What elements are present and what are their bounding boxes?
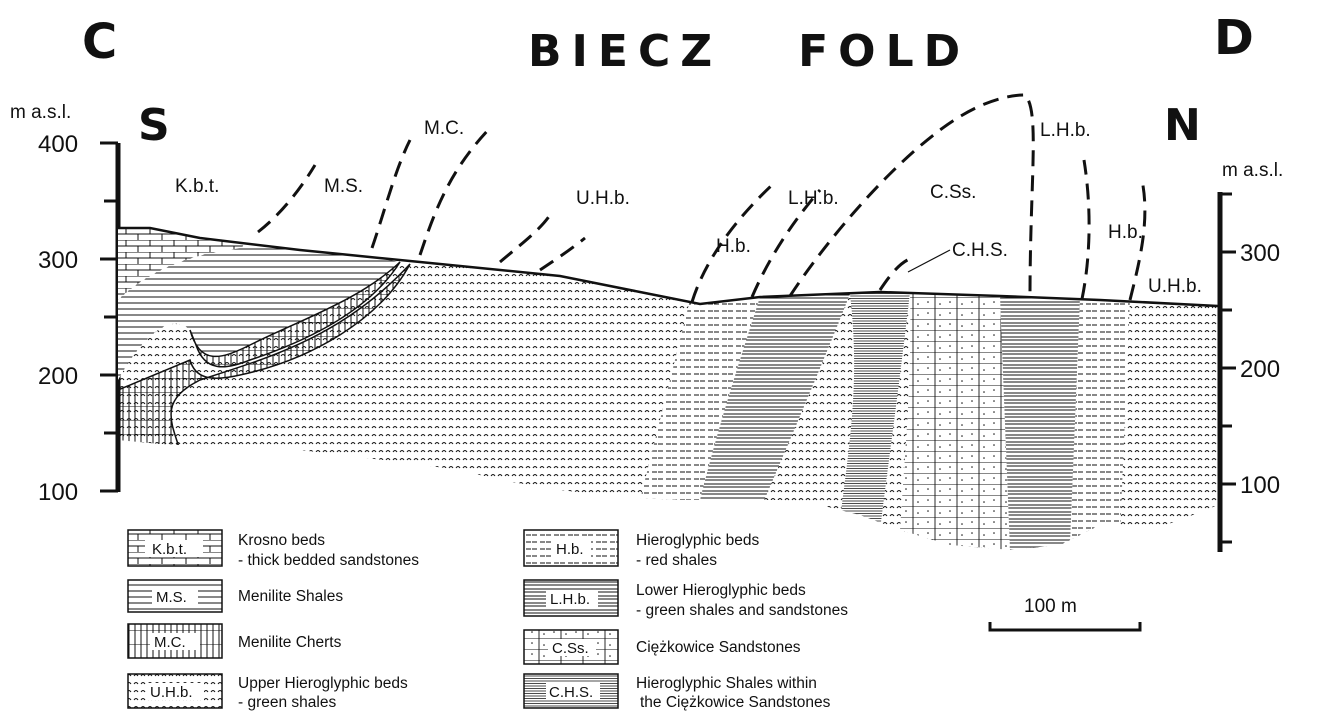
- right-tick-200: 200: [1240, 356, 1280, 383]
- right-axis-label: m a.s.l.: [1222, 160, 1283, 181]
- legend-item-css: C.Ss. Ciężkowice Sandstones: [524, 630, 801, 664]
- legend-text-line2: - thick bedded sandstones: [238, 552, 419, 569]
- legend-abbr: M.S.: [156, 589, 187, 606]
- left-tick-200: 200: [38, 363, 78, 390]
- label-uhb-north: U.H.b.: [1148, 276, 1202, 297]
- legend-text-line1: Upper Hieroglyphic beds: [238, 675, 408, 692]
- legend-abbr: H.b.: [556, 541, 584, 558]
- label-uhb-south: U.H.b.: [576, 188, 630, 209]
- legend-text-line2: - red shales: [636, 552, 717, 569]
- label-chs: C.H.S.: [952, 240, 1008, 261]
- label-lhb-north: L.H.b.: [1040, 120, 1091, 141]
- label-ms: M.S.: [324, 176, 363, 197]
- left-axis-label: m a.s.l.: [10, 102, 71, 123]
- label-kbt: K.b.t.: [175, 176, 219, 197]
- label-lhb-south: L.H.b.: [788, 188, 839, 209]
- corner-letter-left: C: [82, 14, 117, 70]
- legend-abbr: C.Ss.: [552, 640, 589, 657]
- legend-text-line2: the Ciężkowice Sandstones: [640, 694, 831, 711]
- legend-item-ms: M.S. Menilite Shales: [128, 580, 343, 612]
- right-tick-300: 300: [1240, 240, 1280, 267]
- legend-abbr: M.C.: [154, 634, 186, 651]
- direction-south: S: [138, 100, 170, 151]
- legend: K.b.t. Krosno beds - thick bedded sandst…: [128, 530, 848, 711]
- scale-bar: 100 m: [990, 596, 1140, 630]
- legend-abbr: C.H.S.: [549, 684, 593, 701]
- legend-text-line1: Krosno beds: [238, 532, 325, 549]
- legend-item-lhb: L.H.b. Lower Hieroglyphic beds - green s…: [524, 580, 848, 619]
- legend-item-uhb: U.H.b. Upper Hieroglyphic beds - green s…: [128, 674, 408, 711]
- corner-letter-right: D: [1214, 10, 1254, 66]
- legend-text-line1: Lower Hieroglyphic beds: [636, 582, 806, 599]
- legend-item-chs: C.H.S. Hieroglyphic Shales within the Ci…: [524, 674, 831, 711]
- label-hb-north: H.b.: [1108, 222, 1143, 243]
- legend-abbr: K.b.t.: [152, 541, 187, 558]
- legend-text-line1: Hieroglyphic Shales within: [636, 675, 817, 692]
- diagram-title: BIECZ FOLD: [528, 26, 970, 77]
- scale-bar-label: 100 m: [1024, 596, 1077, 617]
- legend-text-line1: Hieroglyphic beds: [636, 532, 759, 549]
- right-elevation-axis: m a.s.l. 300 200 100: [1220, 160, 1283, 552]
- legend-text-line1: Menilite Shales: [238, 588, 343, 605]
- legend-item-hb: H.b. Hieroglyphic beds - red shales: [524, 530, 759, 569]
- legend-abbr: L.H.b.: [550, 591, 590, 608]
- legend-text-line2: - green shales and sandstones: [636, 602, 848, 619]
- direction-north: N: [1164, 100, 1201, 151]
- left-tick-300: 300: [38, 247, 78, 274]
- right-tick-100: 100: [1240, 472, 1280, 499]
- label-hb-south: H.b.: [716, 236, 751, 257]
- legend-text-line1: Menilite Cherts: [238, 634, 342, 651]
- legend-item-mc: M.C. Menilite Cherts: [128, 624, 342, 658]
- legend-item-kbt: K.b.t. Krosno beds - thick bedded sandst…: [128, 530, 419, 569]
- label-css: C.Ss.: [930, 182, 976, 203]
- left-tick-400: 400: [38, 131, 78, 158]
- legend-abbr: U.H.b.: [150, 684, 193, 701]
- section-body: [110, 220, 1230, 560]
- legend-text-line2: - green shales: [238, 694, 336, 711]
- left-tick-100: 100: [38, 479, 78, 506]
- left-elevation-axis: m a.s.l. 400 300 200 100: [10, 102, 118, 506]
- label-mc: M.C.: [424, 118, 464, 139]
- legend-text-line1: Ciężkowice Sandstones: [636, 639, 801, 656]
